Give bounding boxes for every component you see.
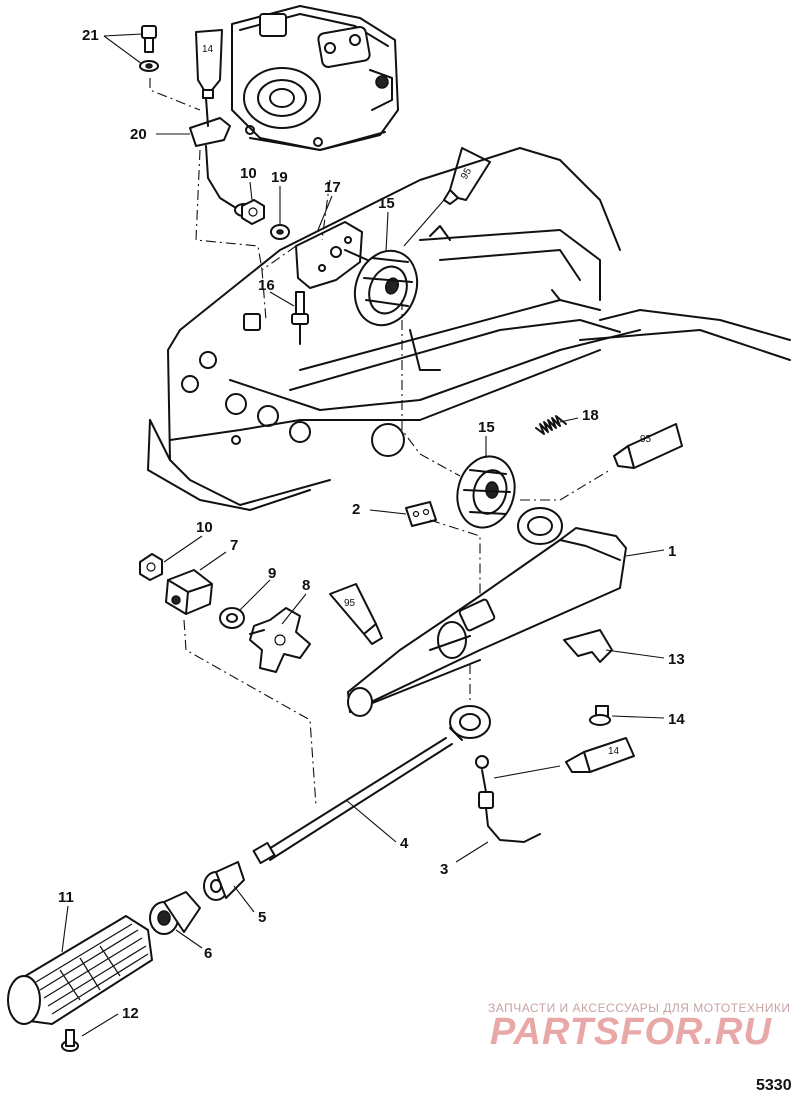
callout-3: 3 [440,861,448,878]
nut-10-top [241,199,265,225]
figure-number: 5330 [756,1077,792,1094]
washer-19 [270,224,290,240]
watermark-logo: PARTSFOR.RU [490,1011,772,1053]
callout-5: 5 [258,909,266,926]
callout-11: 11 [58,889,74,906]
callout-9: 9 [268,565,276,582]
knob-8 [249,607,311,673]
leader-lines [61,33,665,1037]
tube-label: 95 [344,598,356,609]
callout-13: 13 [668,651,685,668]
tube-label: 95 [459,166,474,182]
tiller-handle-1 [347,507,627,717]
spring-18 [535,415,567,435]
tube-label: 14 [202,44,214,55]
stud-16 [291,291,309,345]
plate-2 [405,501,437,527]
sealant-tube-95-right: 95 [613,423,683,469]
clip-20 [189,97,254,217]
spacer-6 [149,891,201,935]
callout-10-top: 10 [240,165,257,182]
callout-15-top: 15 [378,195,395,212]
sealant-tube-95-top: 95 [443,147,491,205]
sealant-tube-95-mid: 95 [329,583,383,645]
callout-10-lower: 10 [196,519,213,536]
screw-14-right [589,705,611,726]
callout-17: 17 [324,179,341,196]
engine-base-cowl [147,147,791,511]
callout-19: 19 [271,169,288,186]
watermark: ЗАПЧАСТИ И АКСЕССУАРЫ ДЛЯ МОТОТЕХНИКИ PA… [488,1001,790,1053]
watermark-tagline: ЗАПЧАСТИ И АКСЕССУАРЫ ДЛЯ МОТОТЕХНИКИ [488,1001,790,1015]
callout-1: 1 [668,543,676,560]
sealant-tube-14-right: 14 [565,737,635,773]
callout-12: 12 [122,1005,139,1022]
screw-and-washer-21 [139,25,159,72]
cable-3 [475,755,541,843]
callout-4: 4 [400,835,409,852]
carburetor [231,5,399,151]
grip-11 [7,915,153,1025]
callout-16: 16 [258,277,275,294]
clip-13 [563,629,613,663]
callout-labels: 21 20 10 19 17 15 16 18 15 2 1 10 7 9 8 … [58,27,685,1022]
callout-14: 14 [668,711,685,728]
callout-6: 6 [204,945,212,962]
block-7 [165,569,213,615]
callout-8: 8 [302,577,310,594]
bushing-5 [203,861,245,901]
washer-9 [219,607,245,629]
screw-12 [61,1029,79,1052]
pulley-15-lower [456,455,516,529]
callout-2: 2 [352,501,360,518]
callout-15-lower: 15 [478,419,495,436]
sealant-tube-14-top: 14 [195,29,223,99]
callout-18: 18 [582,407,599,424]
callout-21: 21 [82,27,99,44]
cam-plate-17 [295,221,373,289]
tube-label: 14 [608,746,620,757]
nut-10-lower [139,553,163,581]
callout-20: 20 [130,126,147,143]
tube-label: 95 [640,434,652,445]
throttle-shaft-4 [252,705,491,865]
assembly-lines [149,78,611,807]
callout-7: 7 [230,537,238,554]
